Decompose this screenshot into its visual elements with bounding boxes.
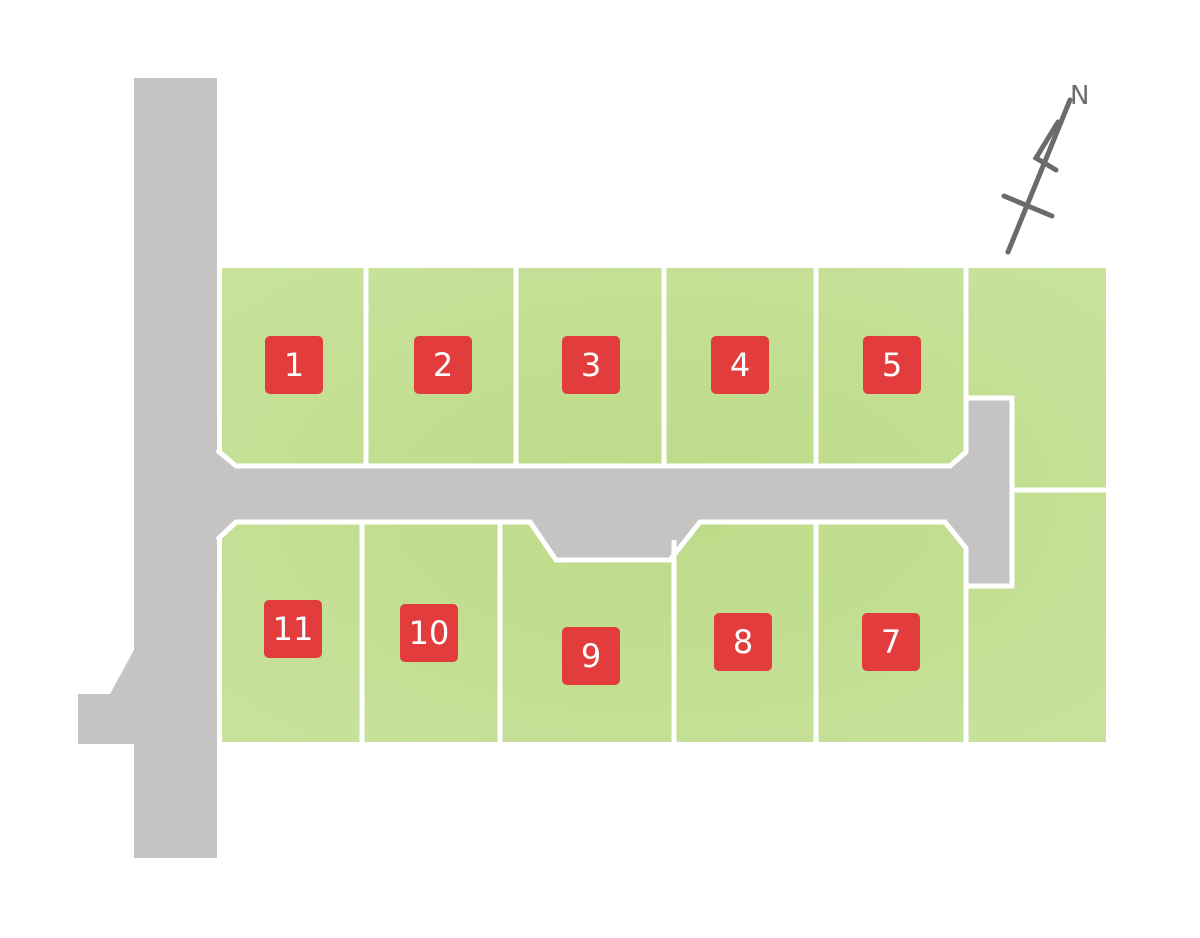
- lot-marker-box: [562, 627, 620, 685]
- lot-number-label: 1: [284, 346, 304, 384]
- lot-marker-box: [265, 336, 323, 394]
- lot-marker-box: [714, 613, 772, 671]
- lot-marker-box: [711, 336, 769, 394]
- lot-marker-4[interactable]: 4: [711, 336, 769, 394]
- lot-marker-11[interactable]: 11: [264, 600, 322, 658]
- lot-marker-box: [862, 613, 920, 671]
- lot-marker-8[interactable]: 8: [714, 613, 772, 671]
- lot-marker-2[interactable]: 2: [414, 336, 472, 394]
- lot-marker-7[interactable]: 7: [862, 613, 920, 671]
- lot-marker-1[interactable]: 1: [265, 336, 323, 394]
- lot-number-label: 11: [273, 610, 314, 648]
- lot-markers: 1 2 3 4 5 7 8 9 10 11: [264, 336, 921, 685]
- west-spur-road: [78, 650, 134, 744]
- lot-marker-box: [562, 336, 620, 394]
- lot-marker-box: [414, 336, 472, 394]
- lot-dividers: [215, 268, 1106, 742]
- north-arrow-icon: N: [1001, 81, 1089, 255]
- lot-marker-10[interactable]: 10: [400, 604, 458, 662]
- lot-marker-box: [400, 604, 458, 662]
- lot-marker-5[interactable]: 5: [863, 336, 921, 394]
- lot-number-label: 9: [581, 637, 601, 675]
- main-road: [134, 78, 217, 858]
- road-network: [78, 78, 1012, 858]
- lot-number-label: 5: [882, 346, 902, 384]
- lot-number-label: 7: [881, 623, 901, 661]
- north-letter: N: [1070, 81, 1089, 111]
- lot-number-label: 2: [433, 346, 453, 384]
- access-road: [217, 398, 1012, 586]
- lot-number-label: 10: [409, 614, 450, 652]
- lot-number-label: 4: [730, 346, 750, 384]
- lot-marker-box: [264, 600, 322, 658]
- lot-marker-box: [863, 336, 921, 394]
- lot-marker-3[interactable]: 3: [562, 336, 620, 394]
- lot-number-label: 8: [733, 623, 753, 661]
- lot-marker-9[interactable]: 9: [562, 627, 620, 685]
- lot-number-label: 3: [581, 346, 601, 384]
